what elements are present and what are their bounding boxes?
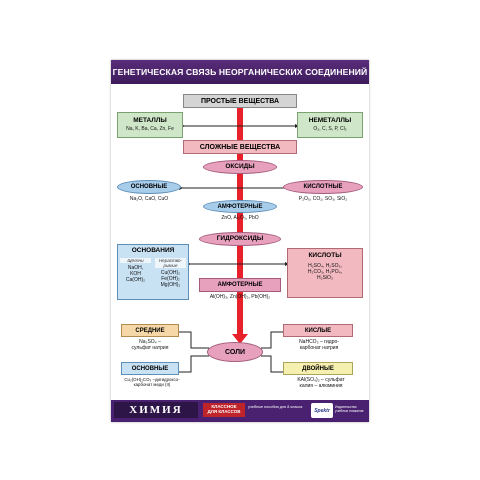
- poster-title: ГЕНЕТИЧЕСКАЯ СВЯЗЬ НЕОРГАНИЧЕСКИХ СОЕДИН…: [111, 60, 369, 84]
- badge-line-2: ДЛЯ КЛАССОВ: [207, 409, 241, 414]
- salts-basic-link: [179, 355, 209, 373]
- acidic-salts-example-2: карбонат натрия: [299, 345, 339, 351]
- chemistry-logo: ХИМИЯ: [114, 402, 198, 418]
- simple-substances-label: ПРОСТЫЕ ВЕЩЕСТВА: [200, 97, 280, 105]
- double-salts-example-2: калия – алюминия: [299, 383, 343, 389]
- poster: ГЕНЕТИЧЕСКАЯ СВЯЗЬ НЕОРГАНИЧЕСКИХ СОЕДИН…: [111, 60, 369, 422]
- acids-examples-1: H₂SO₄, H₂SO₃,: [308, 262, 342, 269]
- amphoteric-oxides-examples: ZnO, Al₂O₃, PbO: [221, 215, 259, 221]
- metals-label: МЕТАЛЛЫ: [133, 116, 167, 124]
- main-flow-arrowhead: [232, 334, 248, 344]
- insoluble-item-3: Mg(OH)₂: [160, 281, 181, 288]
- amphoteric-hydroxides-label: АМФОТЕРНЫЕ: [217, 282, 263, 288]
- salts-label: СОЛИ: [224, 348, 246, 356]
- oxides-label: ОКСИДЫ: [225, 162, 255, 170]
- acids-examples-3: H₂SiO₃: [317, 274, 333, 281]
- badge-line-1: КЛАССНОЕ: [211, 404, 237, 410]
- nonmetals-examples: O₂, C, S, P, Cl₂: [313, 126, 347, 133]
- complex-substances-label: СЛОЖНЫЕ ВЕЩЕСТВА: [199, 143, 281, 151]
- basic-salts-example-2: карбонат меди (II): [133, 382, 171, 388]
- basic-salts-box: ОСНОВНЫЕ: [121, 362, 179, 375]
- insoluble-item-2: Fe(OH)₂: [161, 275, 180, 282]
- bases-label: ОСНОВАНИЯ: [131, 247, 175, 254]
- middle-salts-box: СРЕДНИЕ: [121, 324, 179, 337]
- acids-examples-2: H₂CO₃, H₃PO₄,: [307, 268, 343, 275]
- amphoteric-hydroxides-box: АМФОТЕРНЫЕ: [199, 278, 281, 292]
- hydroxides-ellipse: ГИДРОКСИДЫ: [199, 232, 281, 246]
- salts-middle-link: [179, 331, 209, 349]
- alkalis-item-2: KOH: [130, 270, 141, 277]
- insoluble-header: Нераство-римые: [155, 257, 186, 268]
- acidic-salts-label: КИСЛЫЕ: [304, 327, 332, 334]
- publisher-logo: Spektr: [311, 403, 333, 418]
- salts-ellipse: СОЛИ: [207, 342, 263, 362]
- amphoteric-hydroxides-examples: Al(OH)₃, Zn(OH)₂, Pb(OH)₂: [209, 294, 271, 300]
- poster-footer: ХИМИЯ КЛАССНОЕ ДЛЯ КЛАССОВ учебные пособ…: [111, 400, 369, 422]
- basic-oxides-examples: Na₂O, CaO, CuO: [129, 196, 169, 202]
- publisher-description: Издательство учебных плакатов: [335, 405, 364, 414]
- amphoteric-oxides-label: АМФОТЕРНЫЕ: [217, 203, 263, 210]
- simple-substances-box: ПРОСТЫЕ ВЕЩЕСТВА: [183, 94, 297, 108]
- basic-salts-label: ОСНОВНЫЕ: [131, 365, 169, 372]
- acids-label: КИСЛОТЫ: [308, 252, 342, 259]
- amphoteric-oxides-ellipse: АМФОТЕРНЫЕ: [203, 200, 277, 213]
- middle-salts-example-2: сульфат натрия: [131, 345, 169, 351]
- basic-salts-example-1: Cu₂(OH)₂CO₃ –дигидроксо-: [124, 377, 180, 382]
- hydroxides-label: ГИДРОКСИДЫ: [216, 234, 264, 242]
- alkalis-item-3: Ca(OH)₂: [125, 276, 146, 283]
- salts-acidic-link: [261, 331, 283, 349]
- alkalis-header: Щёлочи: [120, 257, 151, 263]
- double-salts-label: ДВОЙНЫЕ: [302, 365, 334, 372]
- acidic-salts-box: КИСЛЫЕ: [283, 324, 353, 337]
- bases-box: ОСНОВАНИЯ Щёлочи NaOH, KOH Ca(OH)₂ Нерас…: [117, 244, 189, 300]
- series-badge: КЛАССНОЕ ДЛЯ КЛАССОВ: [203, 403, 245, 417]
- metals-examples: Na, K, Ba, Ca, Zn, Fe: [126, 126, 174, 133]
- complex-substances-box: СЛОЖНЫЕ ВЕЩЕСТВА: [183, 140, 297, 154]
- basic-oxides-ellipse: ОСНОВНЫЕ: [117, 180, 181, 194]
- basic-oxides-label: ОСНОВНЫЕ: [130, 184, 168, 190]
- double-salts-example-1: KAl(SO₄)₂ – сульфат: [297, 377, 345, 383]
- alkalis-item-1: NaOH,: [127, 264, 144, 271]
- oxides-ellipse: ОКСИДЫ: [203, 160, 277, 174]
- middle-salts-example-1: Na₂SO₄ –: [139, 339, 161, 345]
- acids-box: КИСЛОТЫ H₂SO₄, H₂SO₃, H₂CO₃, H₃PO₄, H₂Si…: [287, 248, 363, 298]
- nonmetals-label: НЕМЕТАЛЛЫ: [308, 116, 352, 124]
- metals-box: МЕТАЛЛЫ Na, K, Ba, Ca, Zn, Fe: [117, 112, 183, 138]
- acidic-oxides-examples: P₂O₅, CO₂, SO₃, SiO₂: [298, 196, 348, 202]
- salts-double-link: [261, 355, 283, 373]
- acidic-oxides-ellipse: КИСЛОТНЫЕ: [283, 180, 363, 194]
- double-salts-box: ДВОЙНЫЕ: [283, 362, 353, 375]
- acidic-oxides-label: КИСЛОТНЫЕ: [303, 184, 343, 190]
- middle-salts-label: СРЕДНИЕ: [135, 327, 165, 334]
- acidic-salts-example-1: NaHCO₃ – гидро-: [299, 339, 339, 345]
- insoluble-item-1: Cu(OH)₂: [160, 269, 181, 276]
- nonmetals-box: НЕМЕТАЛЛЫ O₂, C, S, P, Cl₂: [297, 112, 363, 138]
- publisher-text: учебные пособия для 8 класса: [248, 405, 303, 409]
